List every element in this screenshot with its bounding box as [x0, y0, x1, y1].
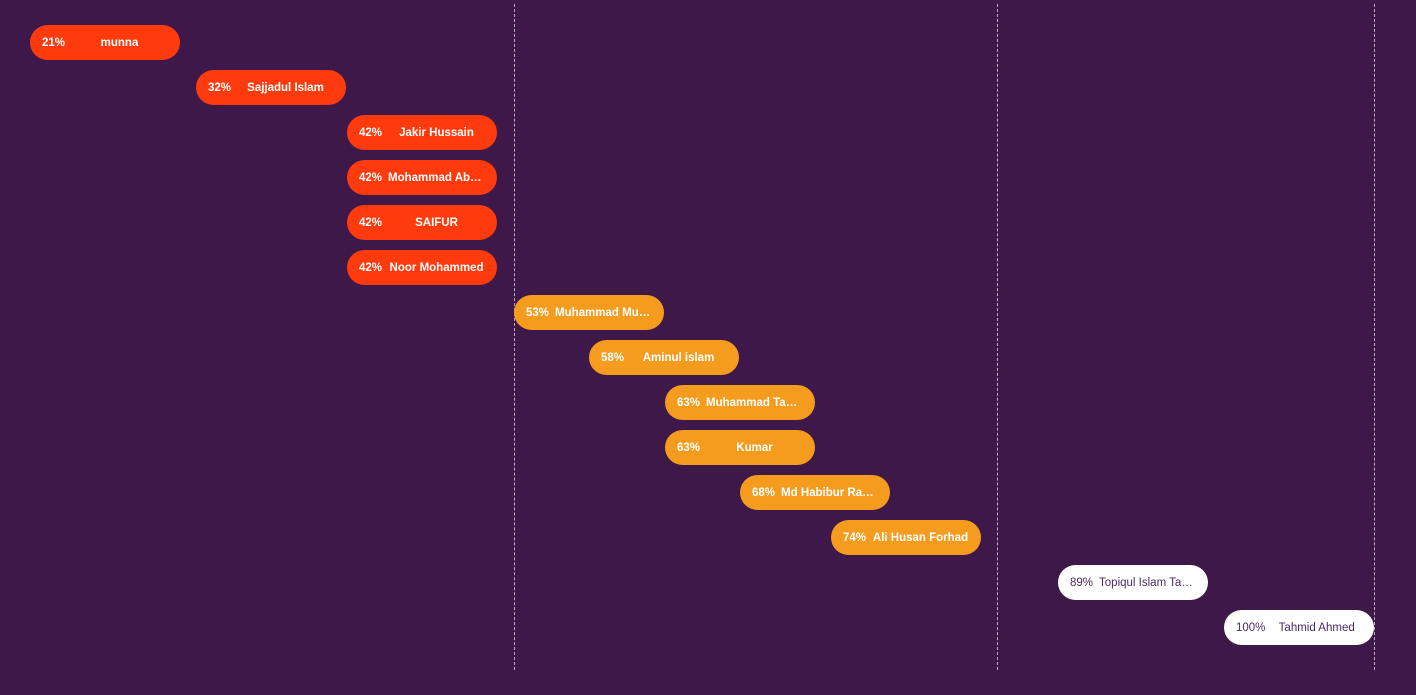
score-percent-label: 63%: [677, 441, 701, 454]
score-pill[interactable]: 58% Aminul islam: [589, 340, 739, 375]
score-pill[interactable]: 89% Topiqul Islam Tah...: [1058, 565, 1208, 600]
participant-name-label: Ali Husan Forhad: [872, 531, 969, 544]
score-percent-label: 42%: [359, 171, 383, 184]
participant-name-label: munna: [100, 36, 139, 49]
score-percent-label: 42%: [359, 216, 383, 229]
participant-name-label: Tahmid Ahmed: [1278, 621, 1355, 634]
score-percent-label: 63%: [677, 396, 701, 409]
score-pill[interactable]: 68% Md Habibur Rah...: [740, 475, 890, 510]
score-percent-label: 68%: [752, 486, 776, 499]
participant-name-label: Kumar: [736, 441, 773, 454]
score-percent-label: 58%: [601, 351, 625, 364]
guide-line-1: [514, 4, 515, 670]
participant-name-label: Jakir Hussain: [399, 126, 474, 139]
score-percent-label: 74%: [843, 531, 867, 544]
score-percent-label: 42%: [359, 261, 383, 274]
participant-name-label: Mohammad Abul...: [388, 171, 485, 184]
participant-name-label: Noor Mohammed: [389, 261, 484, 274]
score-pill[interactable]: 42% SAIFUR: [347, 205, 497, 240]
score-percent-label: 21%: [42, 36, 66, 49]
score-pill[interactable]: 74% Ali Husan Forhad: [831, 520, 981, 555]
score-pill[interactable]: 42% Mohammad Abul...: [347, 160, 497, 195]
score-percent-label: 42%: [359, 126, 383, 139]
score-pill[interactable]: 32% Sajjadul Islam: [196, 70, 346, 105]
score-percent-label: 32%: [208, 81, 232, 94]
score-pill[interactable]: 42% Noor Mohammed: [347, 250, 497, 285]
score-percent-label: 53%: [526, 306, 550, 319]
score-pill[interactable]: 42% Jakir Hussain: [347, 115, 497, 150]
score-pill[interactable]: 53% Muhammad Mus...: [514, 295, 664, 330]
participant-name-label: Md Habibur Rah...: [781, 486, 878, 499]
participant-name-label: Aminul islam: [642, 351, 715, 364]
score-pill[interactable]: 63% Muhammad Tayy...: [665, 385, 815, 420]
participant-name-label: SAIFUR: [415, 216, 458, 229]
score-pill[interactable]: 100% Tahmid Ahmed: [1224, 610, 1374, 645]
participant-name-label: Sajjadul Islam: [247, 81, 324, 94]
score-percent-label: 89%: [1070, 576, 1094, 589]
participant-name-label: Muhammad Mus...: [555, 306, 652, 319]
score-pill[interactable]: 63% Kumar: [665, 430, 815, 465]
guide-line-3: [1374, 4, 1375, 670]
score-pill[interactable]: 21% munna: [30, 25, 180, 60]
participant-name-label: Muhammad Tayy...: [706, 396, 803, 409]
participant-name-label: Topiqul Islam Tah...: [1099, 576, 1196, 589]
guide-line-2: [997, 4, 998, 670]
score-percent-label: 100%: [1236, 621, 1266, 634]
